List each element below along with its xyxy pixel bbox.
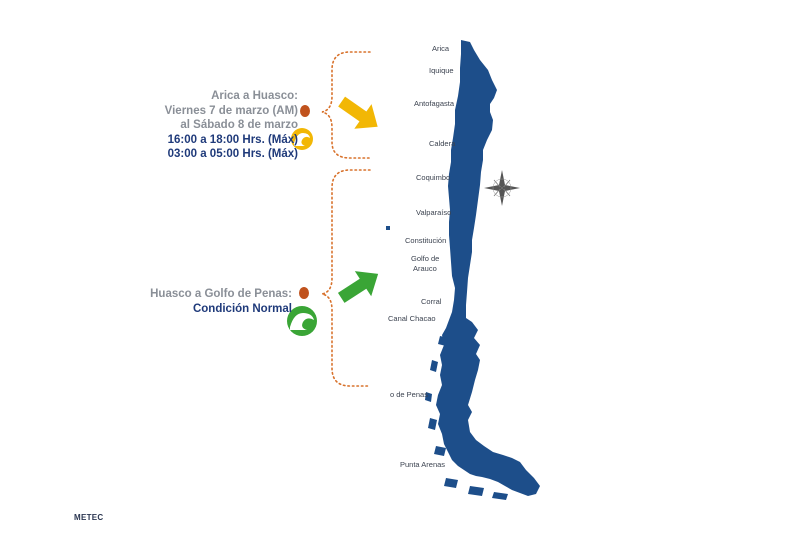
zone-marker-north (300, 105, 310, 117)
city-label: Golfo de (411, 254, 440, 263)
zone-north-period-2: al Sábado 8 de marzo (180, 119, 298, 131)
zone-north-range: Arica a Huasco: (211, 90, 298, 102)
zone-north-detail-2: 03:00 a 05:00 Hrs. (Máx) (167, 148, 298, 160)
zone-brackets (321, 51, 371, 387)
city-label: Canal Chacao (388, 314, 436, 323)
arrow-icon-green (337, 271, 379, 303)
city-label: Corral (421, 297, 442, 306)
wave-icon (291, 128, 313, 150)
metec-logo: METEC (74, 513, 104, 522)
arrow-icon-yellow (338, 96, 378, 129)
chile-map-shape (386, 40, 540, 500)
city-label: Arauco (413, 264, 437, 273)
city-label: Caldera (429, 139, 456, 148)
city-label: Arica (432, 44, 450, 53)
zone-marker-south (299, 287, 309, 299)
zone-south-info: Huasco a Golfo de Penas: Condición Norma… (150, 287, 292, 316)
wave-icon (287, 306, 317, 336)
city-label: o de Penas (390, 390, 428, 399)
zone-north-info: Arica a Huasco: Viernes 7 de marzo (AM) … (165, 89, 298, 162)
city-label: Iquique (429, 66, 454, 75)
zone-south-range: Huasco a Golfo de Penas: (150, 288, 292, 300)
city-label: Valparaíso (416, 208, 452, 217)
city-label: Constitución (405, 236, 447, 245)
zone-south-detail-1: Condición Normal (192, 302, 292, 315)
city-label: Punta Arenas (400, 460, 446, 469)
city-label: Antofagasta (414, 99, 455, 108)
zone-north-period-1: Viernes 7 de marzo (AM) (164, 104, 298, 117)
city-label: Coquimbo (416, 173, 451, 182)
zone-north-detail-1: 16:00 a 18:00 Hrs. (Máx) (167, 133, 298, 146)
compass-rose-icon (484, 170, 520, 206)
